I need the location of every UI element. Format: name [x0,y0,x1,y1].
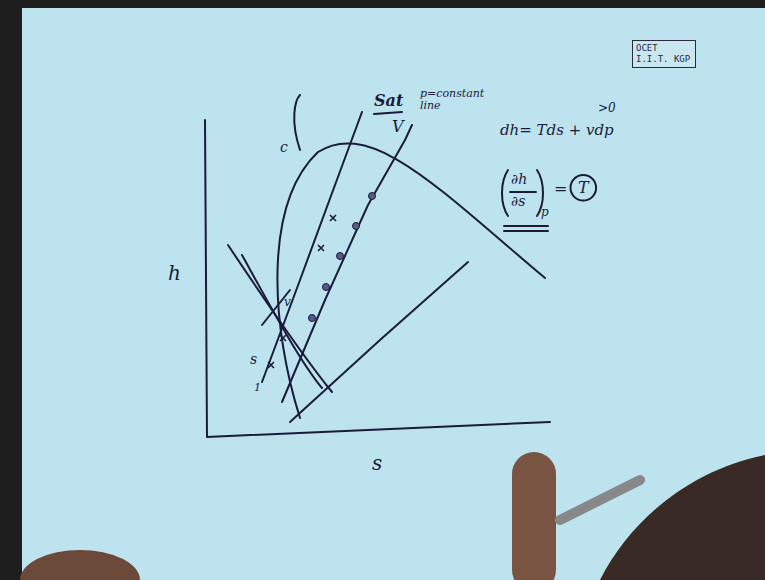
curve-label: Sat [374,92,403,110]
point-marks [309,193,376,322]
equation: dh= Tds + vdp [500,122,614,139]
axes [205,120,550,437]
stamp-box: OCET I.I.T. KGP [632,40,696,68]
point [323,284,330,291]
point-label: c [280,140,288,155]
paper [22,8,765,580]
overlay [571,175,597,201]
equation: T [578,179,589,197]
cross-marks [268,215,336,368]
finger [20,550,140,580]
hs-chart [205,95,550,437]
saturation-dome [277,143,545,418]
hand [600,455,765,580]
point-label: 1 [254,382,261,394]
pressure-line [290,262,468,422]
curve-label: p=constant line [420,88,472,112]
paren [502,170,508,216]
underline [504,226,548,231]
isentropic-curve [242,255,322,388]
thumb [512,452,556,580]
x-marks [268,215,336,368]
circle-mark [571,175,597,201]
underline [374,112,402,114]
curve-label: V [392,118,404,136]
arrow-line [294,95,300,150]
pen [560,480,640,520]
subscript: p [541,206,549,219]
equation: = [554,180,567,198]
fraction-bar [510,191,536,193]
tie-line [262,290,290,325]
derivative-part: ∂h [511,172,527,187]
axis-label: s [372,452,382,474]
isentropic-curve [228,245,332,392]
point [369,193,376,200]
stamp-text: OCET I.I.T. KGP [636,43,692,65]
point [337,253,344,260]
pressure-line [262,112,362,382]
equation-note: >0 [598,102,616,115]
point-label: v [284,296,291,309]
axis-label: h [168,262,181,284]
point [353,223,360,230]
derivative-part: ∂s [511,194,525,209]
point [309,315,316,322]
point-label: s [250,352,257,367]
